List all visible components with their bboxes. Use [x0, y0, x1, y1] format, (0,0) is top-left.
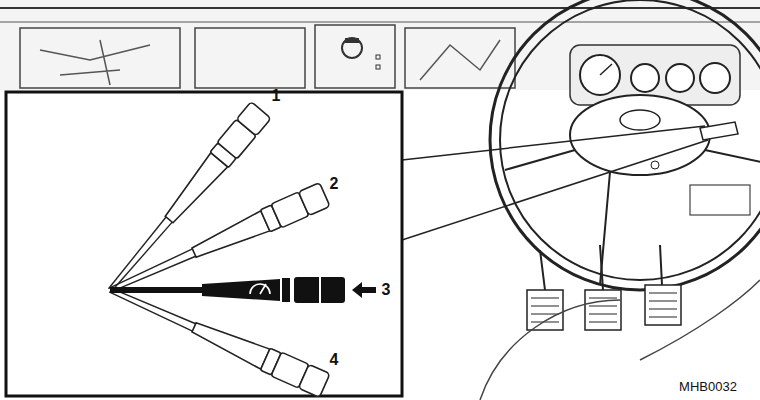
figure-code: MHB0032 — [679, 380, 737, 393]
callout-number: 3 — [382, 282, 391, 298]
callout-number: 2 — [330, 176, 339, 192]
callout-number: 4 — [330, 352, 339, 368]
callout-number: 1 — [272, 88, 281, 104]
